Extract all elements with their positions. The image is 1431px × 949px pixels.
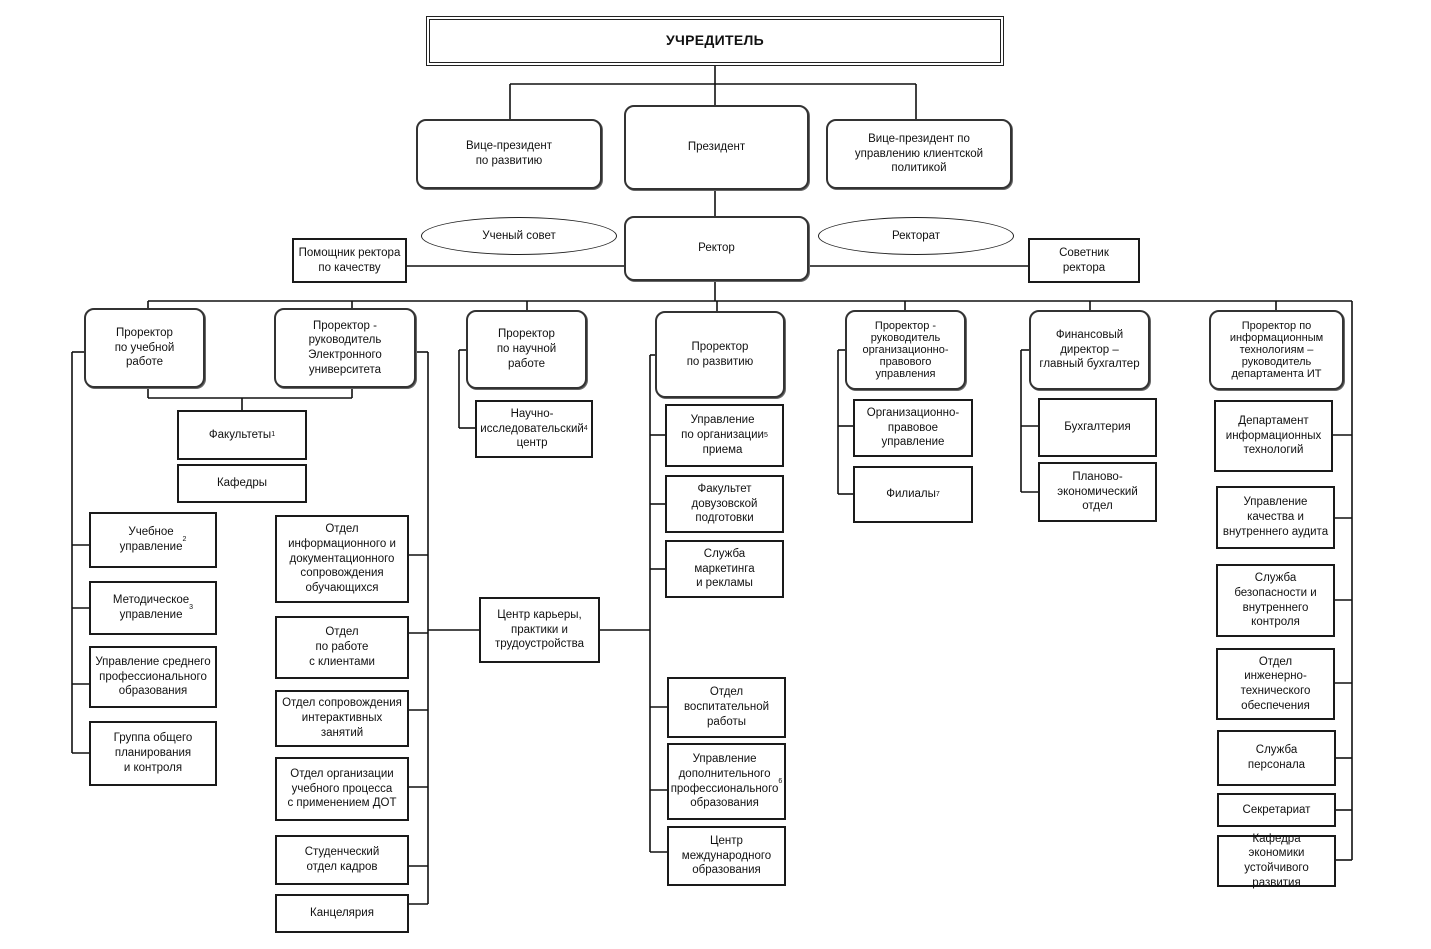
vprector-e-university-box: Проректор - руководитель Электронного ун… [274, 308, 416, 388]
finance-unit: Бухгалтерия [1038, 398, 1157, 457]
rectorate-oval: Ректорат [818, 217, 1014, 255]
rector-box: Ректор [624, 216, 809, 281]
development-unit: Факультет довузовской подготовки [665, 475, 784, 533]
career-center-box: Центр карьеры, практики и трудоустройств… [479, 597, 600, 663]
finance-unit: Планово- экономический отдел [1038, 462, 1157, 522]
development-unit: Центр международного образования [667, 826, 786, 886]
vprector-it-box: Проректор по информационным технологиям … [1209, 310, 1344, 390]
quality-assistant-box: Помощник ректора по качеству [292, 238, 407, 283]
vprector-development-box: Проректор по развитию [655, 311, 785, 398]
it-unit: Кафедра экономики устойчивого развития [1217, 833, 1336, 889]
development-unit: Отдел воспитательной работы [667, 677, 786, 738]
vprector-research-box: Проректор по научной работе [466, 310, 587, 389]
e-university-unit: Отдел информационного и документационног… [275, 515, 409, 603]
vp-client-policy-box: Вице-президент по управлению клиентской … [826, 119, 1012, 189]
legal-unit: Организационно- правовое управление [853, 399, 973, 457]
rector-advisor-box: Советник ректора [1028, 238, 1140, 283]
founder-box: УЧРЕДИТЕЛЬ [426, 16, 1004, 66]
e-university-unit: Отдел сопровождения интерактивных заняти… [275, 690, 409, 747]
e-university-unit: Студенческий отдел кадров [275, 835, 409, 885]
e-university-unit: Отдел организации учебного процесса с пр… [275, 757, 409, 821]
academic-unit: Управление среднего профессионального об… [89, 646, 217, 708]
it-unit: Секретариат [1217, 793, 1336, 827]
it-unit: Управление качества и внутреннего аудита [1216, 486, 1335, 549]
vprector-academic-box: Проректор по учебной работе [84, 308, 205, 388]
academic-council-oval: Ученый совет [421, 217, 617, 255]
development-unit: Управление дополнительного профессиональ… [667, 743, 786, 820]
e-university-unit: Отдел по работе с клиентами [275, 616, 409, 679]
it-unit: Служба безопасности и внутреннего контро… [1216, 564, 1335, 637]
president-box: Президент [624, 105, 809, 190]
development-unit: Служба маркетинга и рекламы [665, 540, 784, 598]
it-unit: Служба персонала [1217, 730, 1336, 786]
departments-box: Кафедры [177, 464, 307, 503]
vp-development-box: Вице-президент по развитию [416, 119, 602, 189]
vprector-legal-box: Проректор - руководитель организационно-… [845, 310, 966, 390]
it-unit: Департамент информационных технологий [1214, 400, 1333, 472]
it-unit: Отдел инженерно- технического обеспечени… [1216, 648, 1335, 720]
e-university-unit: Канцелярия [275, 894, 409, 933]
academic-unit: Группа общего планирования и контроля [89, 721, 217, 786]
vprector-finance-box: Финансовый директор – главный бухгалтер [1029, 310, 1150, 390]
